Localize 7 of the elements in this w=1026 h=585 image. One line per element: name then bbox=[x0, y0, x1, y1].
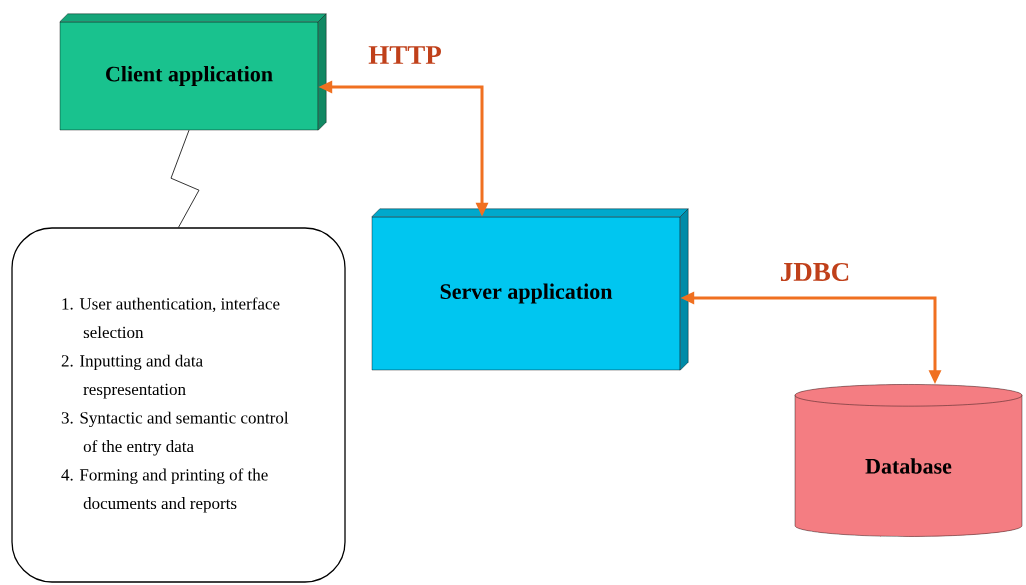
callout-box: 1. User authentication, interface selection 2. Inputting and data respresentation 3. Syntactic and semantic control of the entry data 4. Forming and printing of the documents and reports bbox=[11, 227, 346, 583]
process-box: Server application bbox=[371, 208, 689, 371]
edge-label: JDBC bbox=[780, 262, 849, 282]
process-box: Client application bbox=[59, 13, 327, 131]
lightning-line bbox=[170, 129, 200, 228]
edge-label: HTTP bbox=[368, 46, 441, 64]
database-cylinder: Database bbox=[794, 384, 1023, 537]
